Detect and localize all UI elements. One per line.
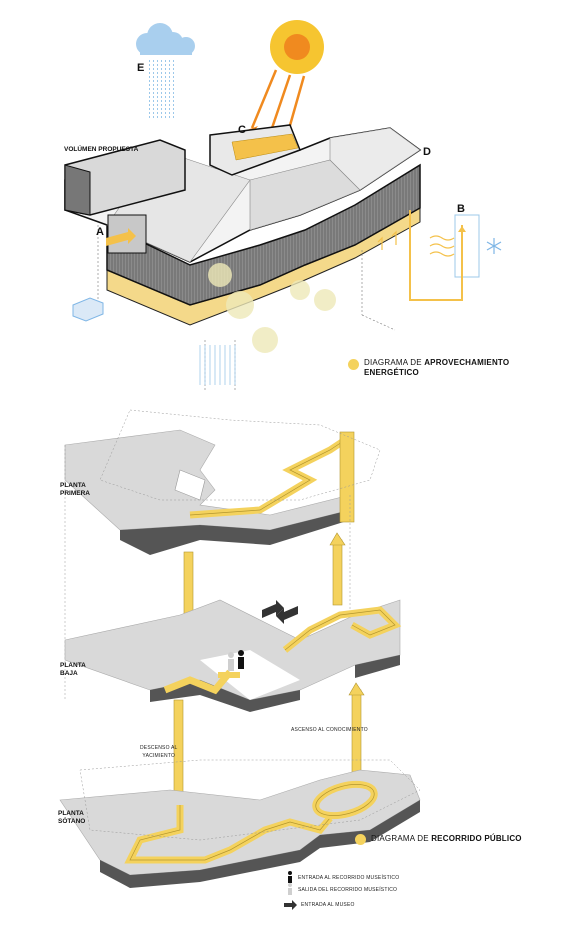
exit-person-icon xyxy=(228,652,234,671)
key-exit-label: SALIDA DEL RECORRIDO MUSEÍSTICO xyxy=(298,887,398,893)
key-entry-icon xyxy=(288,871,292,883)
key-exit-icon xyxy=(288,883,292,895)
ascent-label: ASCENSO AL CONOCIMIENTO xyxy=(291,727,368,733)
small-box-icon xyxy=(72,297,104,322)
label-e: E xyxy=(137,62,145,74)
volume-label: VOLÚMEN PROPUESTA xyxy=(64,146,139,153)
key-entry-label: ENTRADA AL RECORRIDO MUSEÍSTICO xyxy=(298,875,400,881)
legend-route: DIAGRAMA DE RECORRIDO PÚBLICO xyxy=(371,834,522,843)
cloud-icon xyxy=(136,23,195,55)
dashed-guides-basement xyxy=(79,759,421,841)
basement-plate xyxy=(59,769,421,888)
basement-route xyxy=(124,780,378,864)
legend-dot-route xyxy=(355,834,366,845)
rain-lines xyxy=(146,60,174,120)
first-floor-plate xyxy=(64,429,351,555)
downpipe-lines xyxy=(199,345,236,385)
person-icon xyxy=(238,650,244,669)
label-c: C xyxy=(238,124,246,136)
label-d: D xyxy=(423,146,431,158)
warm-air-arrows xyxy=(377,230,397,250)
ground-floor-route xyxy=(163,606,402,695)
snowflake-icon xyxy=(486,238,502,254)
ground-floor-plate xyxy=(64,599,401,712)
geothermal-loop xyxy=(409,210,480,301)
ventilation-arrows-a xyxy=(106,228,136,246)
label-a: A xyxy=(96,226,104,238)
legend-dot-energy xyxy=(348,359,359,370)
first-floor-route xyxy=(189,431,355,523)
label-b: B xyxy=(457,203,465,215)
key-museum-label: ENTRADA AL MUSEO xyxy=(301,902,355,908)
key-museum-arrow-icon xyxy=(284,900,297,910)
sun-icon xyxy=(270,20,324,74)
museum-entry-arrows xyxy=(262,600,298,624)
building-volume xyxy=(64,124,422,353)
